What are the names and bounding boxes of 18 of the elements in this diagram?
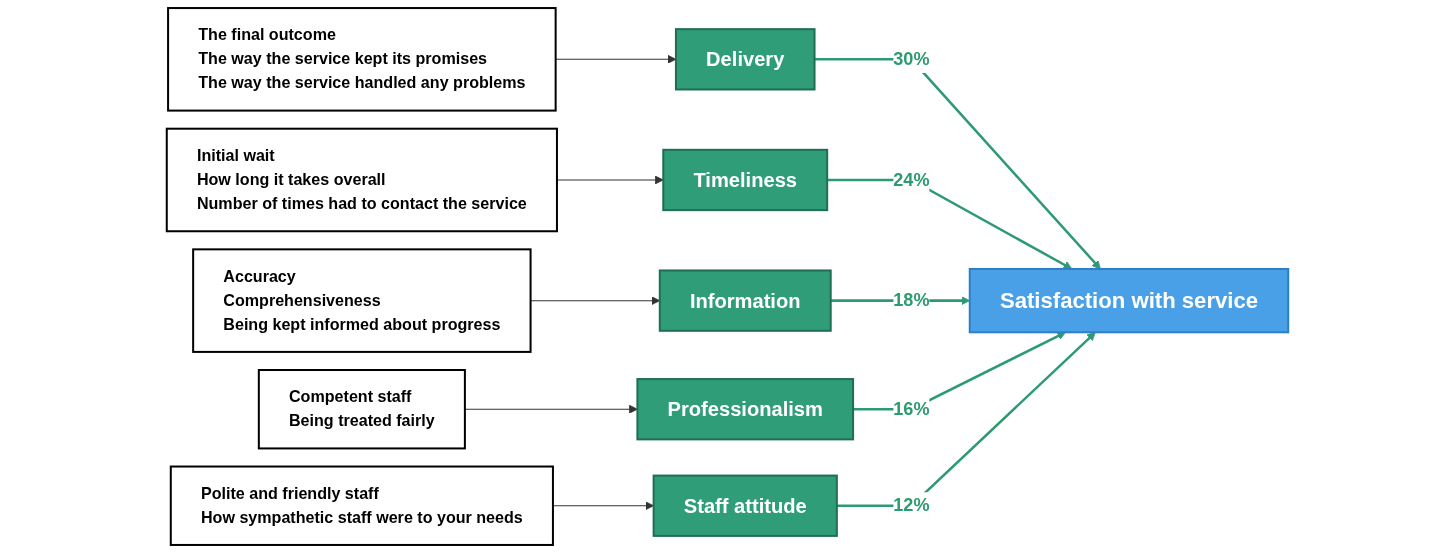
node-box: Timeliness	[662, 148, 829, 212]
edge-label: 24%	[893, 169, 930, 190]
edge-label: 16%	[893, 398, 930, 419]
edge-label: 18%	[893, 290, 930, 311]
node-box: Polite and friendly staff How sympathetic staff were to your needs	[169, 465, 554, 546]
node-box: Accuracy Comprehensiveness Being kept informed about progress	[192, 248, 532, 353]
node-box: Satisfaction with service	[968, 267, 1290, 334]
edge-label: 30%	[893, 48, 930, 69]
node-box: Competent staff Being treated fairly	[257, 369, 466, 450]
node-box: Staff attitude	[652, 474, 838, 537]
node-box: Delivery	[674, 28, 816, 91]
node-box: Initial wait How long it takes overall Number of times had to contact the service	[165, 127, 558, 233]
arrow	[464, 404, 638, 414]
node-box: Professionalism	[636, 378, 855, 441]
edge-label: 12%	[893, 495, 930, 516]
arrow	[556, 175, 664, 185]
node-box: Information	[658, 269, 832, 332]
node-box: The final outcome The way the service kept its promises The way the service handled any problems	[167, 7, 557, 112]
